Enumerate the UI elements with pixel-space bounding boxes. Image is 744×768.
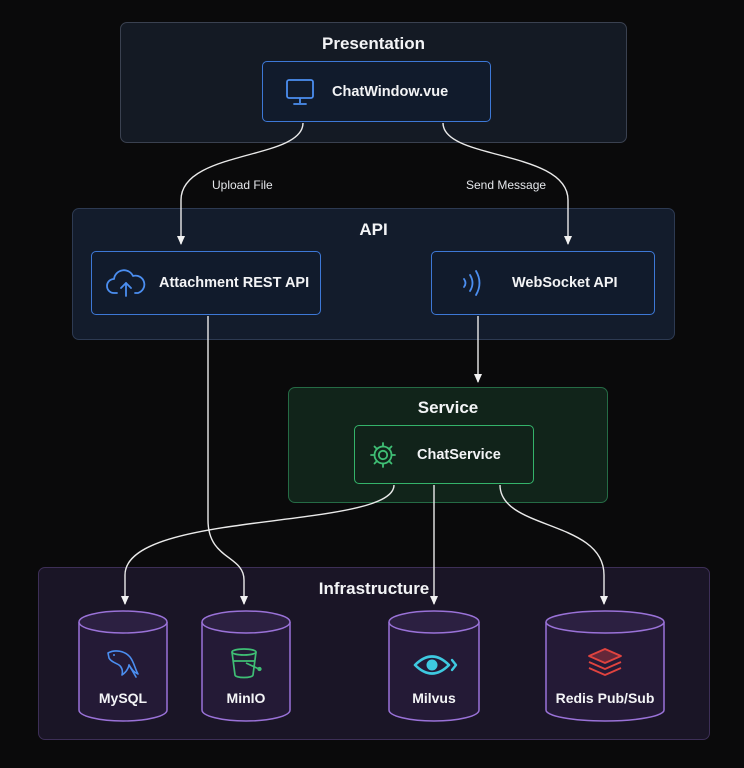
dolphin-icon (103, 644, 143, 687)
redis-label: Redis Pub/Sub (555, 690, 655, 706)
websocket-api-node[interactable]: WebSocket API (431, 251, 655, 315)
api-layer-title: API (359, 220, 388, 239)
redis-database[interactable]: Redis Pub/Sub (545, 610, 665, 722)
sound-waves-icon (458, 266, 488, 300)
bucket-icon (229, 646, 263, 685)
chat-window-node[interactable]: ChatWindow.vue (262, 61, 491, 122)
attachment-rest-api-node[interactable]: Attachment REST API (91, 251, 321, 315)
minio-label: MinIO (226, 690, 266, 706)
monitor-icon (283, 77, 317, 107)
eye-icon (412, 650, 458, 685)
infrastructure-layer-title: Infrastructure (318, 579, 430, 598)
service-layer-title: Service (417, 398, 479, 417)
chat-service-label: ChatService (417, 446, 501, 463)
presentation-layer: Presentation (120, 22, 627, 143)
edge-attachment-to-minio (207, 316, 248, 605)
milvus-database[interactable]: Milvus (388, 610, 480, 722)
milvus-label: Milvus (412, 690, 456, 706)
mysql-database[interactable]: MySQL (78, 610, 168, 722)
cloud-upload-icon (104, 266, 148, 300)
stacked-layers-icon (585, 648, 625, 687)
gear-icon (367, 440, 399, 470)
mysql-label: MySQL (98, 690, 148, 706)
minio-database[interactable]: MinIO (201, 610, 291, 722)
attachment-rest-api-label: Attachment REST API (159, 275, 310, 291)
chat-service-node[interactable]: ChatService (354, 425, 534, 484)
websocket-api-label: WebSocket API (512, 275, 618, 291)
presentation-layer-title: Presentation (322, 34, 425, 53)
upload-file-edge-label: Upload File (212, 178, 273, 192)
send-message-edge-label: Send Message (466, 178, 547, 192)
chat-window-label: ChatWindow.vue (332, 83, 449, 100)
